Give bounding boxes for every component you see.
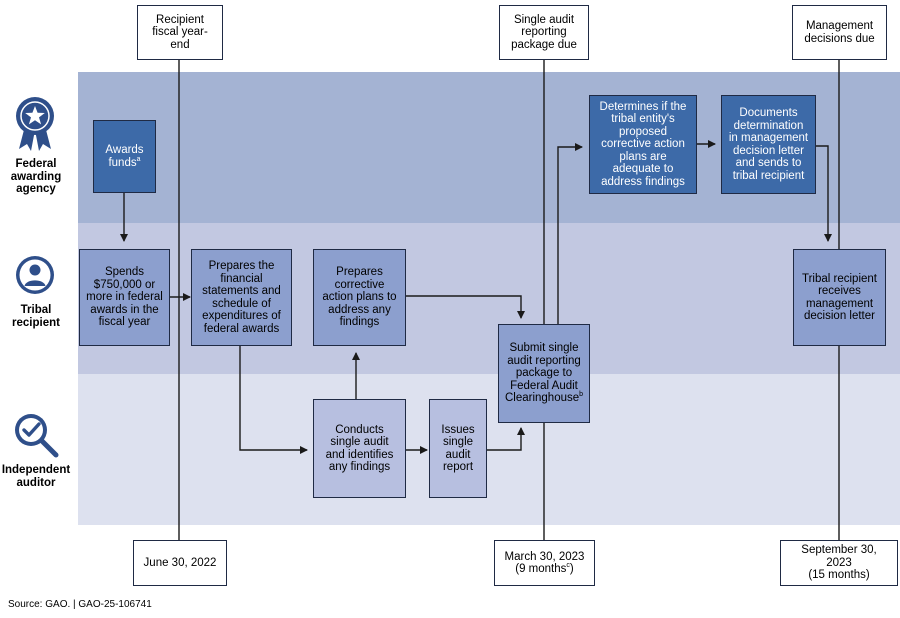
timeline-label-fiscal-year-end: Recipient fiscal year-end (137, 5, 223, 60)
lane-label-federal: Federal awarding agency (10, 158, 62, 195)
source-note: Source: GAO. | GAO-25-106741 (8, 599, 152, 610)
arrow-cap-submit (406, 295, 525, 319)
arrow-documents-receives (816, 145, 832, 242)
lane-label-auditor: Independent auditor (1, 464, 71, 489)
date-march-note: (9 monthsc) (515, 562, 574, 575)
date-september-text: September 30, 2023 (801, 544, 877, 569)
arrow-issues-submit (487, 427, 525, 451)
timeline-date-june: June 30, 2022 (133, 540, 227, 586)
lane-label-tribal: Tribal recipient (12, 304, 60, 329)
timeline-date-september: September 30, 2023 (15 months) (780, 540, 898, 586)
arrow-submit-determines (557, 143, 583, 324)
date-march-text: March 30, 2023 (504, 550, 585, 563)
step-prepares-statements: Prepares the financial statements and sc… (191, 249, 292, 346)
timeline-label-decisions-due: Management decisions due (792, 5, 887, 60)
step-spends: Spends $750,000 or more in federal award… (79, 249, 170, 346)
person-icon (16, 256, 54, 294)
magnifier-check-icon (15, 414, 59, 458)
step-issues-report: Issues single audit report (429, 399, 487, 498)
arrow-prepares-conducts (239, 346, 308, 454)
date-september-note: (15 months) (808, 569, 870, 582)
step-awards-funds: Awards fundsa (93, 120, 156, 193)
step-documents: Documents determination in management de… (721, 95, 816, 194)
step-prepares-cap: Prepares corrective action plans to addr… (313, 249, 406, 346)
ribbon-star-icon (16, 97, 54, 151)
timeline-date-march: March 30, 2023 (9 monthsc) (494, 540, 595, 586)
step-determines: Determines if the tribal entity's propos… (589, 95, 697, 194)
step-conducts-audit: Conducts single audit and identifies any… (313, 399, 406, 498)
step-submit-package: Submit single audit reporting package to… (498, 324, 590, 423)
timeline-label-package-due: Single audit reporting package due (499, 5, 589, 60)
step-receives-letter: Tribal recipient receives management dec… (793, 249, 886, 346)
